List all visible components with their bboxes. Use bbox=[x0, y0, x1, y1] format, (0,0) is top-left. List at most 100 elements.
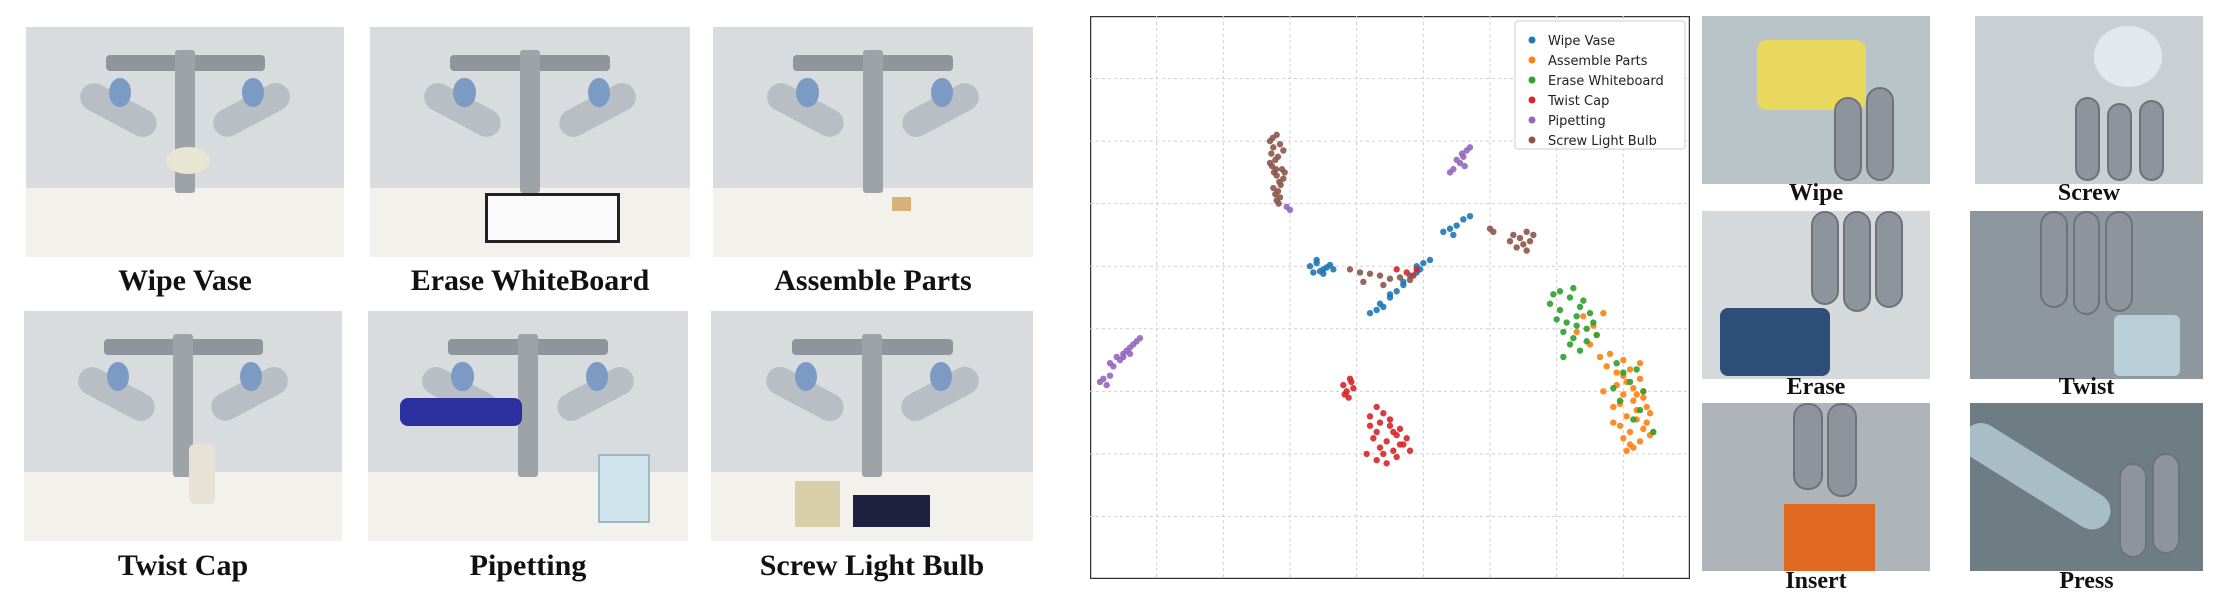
scatter-point bbox=[1373, 306, 1380, 314]
scatter-point bbox=[1440, 228, 1447, 236]
scatter-point bbox=[1120, 353, 1127, 361]
scatter-point bbox=[1593, 331, 1600, 339]
scatter-point bbox=[1600, 388, 1607, 395]
scatter-point bbox=[1606, 350, 1614, 357]
zoom-caption: Erase bbox=[1786, 374, 1846, 400]
scatter-point bbox=[1106, 372, 1114, 379]
zoom-photo-screw bbox=[1975, 16, 2203, 184]
scatter-point bbox=[1650, 428, 1657, 436]
scatter-point bbox=[1277, 181, 1284, 189]
scatter-point bbox=[1570, 334, 1577, 342]
scatter-point bbox=[1603, 363, 1610, 370]
scatter-point bbox=[1610, 385, 1617, 392]
scatter-point bbox=[1446, 169, 1454, 176]
scatter-point bbox=[1386, 422, 1394, 429]
scatter-point bbox=[1386, 416, 1394, 423]
scatter-point bbox=[1623, 413, 1630, 420]
scatter-point bbox=[1556, 306, 1564, 314]
scatter-point bbox=[1376, 272, 1384, 279]
task-caption: Twist Cap bbox=[117, 549, 249, 582]
scatter-point bbox=[1560, 328, 1567, 336]
scatter-point bbox=[1393, 288, 1400, 295]
legend-marker bbox=[1528, 116, 1536, 124]
box-prop bbox=[852, 495, 930, 528]
task-photo-wipe-vase bbox=[26, 27, 344, 257]
scatter-point bbox=[1366, 422, 1374, 429]
scatter-point bbox=[1280, 147, 1287, 154]
legend-marker bbox=[1528, 36, 1536, 44]
task-caption: Erase WhiteBoard bbox=[410, 264, 650, 297]
scatter-point bbox=[1636, 406, 1644, 414]
scatter-point bbox=[1576, 347, 1584, 354]
scatter-point bbox=[1266, 159, 1274, 167]
scatter-point bbox=[1610, 419, 1617, 426]
scatter-point bbox=[1326, 261, 1334, 269]
scatter-point bbox=[1566, 341, 1574, 348]
scatter-point bbox=[1620, 356, 1627, 364]
scatter-point bbox=[1636, 359, 1644, 367]
legend-label: Twist Cap bbox=[1547, 94, 1609, 109]
vase-prop bbox=[165, 146, 211, 175]
task-photo-twist-cap bbox=[24, 311, 342, 541]
scatter-point bbox=[1310, 269, 1317, 276]
scatter-point bbox=[1103, 381, 1110, 389]
task-photo-assemble-parts bbox=[713, 27, 1033, 257]
scatter-point bbox=[1096, 378, 1104, 386]
scatter-point bbox=[1553, 316, 1560, 323]
zoom-caption: Screw bbox=[2057, 180, 2121, 206]
scatter-point bbox=[1126, 350, 1134, 357]
task-caption: Assemble Parts bbox=[774, 264, 972, 297]
scatter-point bbox=[1396, 441, 1404, 448]
scatter-point bbox=[1583, 325, 1590, 332]
scatter-point bbox=[1523, 228, 1530, 236]
scatter-point bbox=[1530, 231, 1537, 239]
scatter-point bbox=[1366, 309, 1374, 317]
task-caption: Wipe Vase bbox=[118, 264, 252, 297]
scatter-point bbox=[1583, 338, 1590, 345]
task-caption: Screw Light Bulb bbox=[759, 549, 985, 582]
scatter-point bbox=[1563, 319, 1570, 326]
scatter-point bbox=[1313, 256, 1320, 264]
scatter-point bbox=[1110, 363, 1117, 370]
scatter-point bbox=[1280, 175, 1287, 182]
scatter-point bbox=[1573, 322, 1580, 329]
scatter-point bbox=[1386, 275, 1394, 282]
scatter-point bbox=[1613, 359, 1620, 367]
scatter-point bbox=[1520, 241, 1527, 248]
zoom-caption: Insert bbox=[1785, 568, 1847, 594]
scatter-point bbox=[1513, 244, 1520, 251]
scatter-point bbox=[1390, 428, 1397, 436]
scatter-point bbox=[1413, 266, 1420, 273]
scatter-point bbox=[1616, 397, 1624, 404]
scatter-point bbox=[1620, 391, 1627, 398]
scatter-point bbox=[1366, 413, 1374, 420]
scatter-point bbox=[1523, 247, 1530, 254]
scatter-point bbox=[1490, 228, 1497, 236]
task-photo-pipetting bbox=[368, 311, 688, 541]
zoom-photo-erase bbox=[1702, 211, 1930, 379]
scatter-point bbox=[1573, 313, 1580, 320]
scatter-point bbox=[1458, 150, 1466, 157]
legend-marker bbox=[1528, 96, 1536, 104]
scatter-point bbox=[1620, 369, 1627, 376]
whiteboard-prop bbox=[485, 192, 620, 244]
scatter-point bbox=[1136, 334, 1144, 342]
legend-label: Pipetting bbox=[1548, 114, 1606, 129]
zoom-caption: Twist bbox=[2058, 374, 2115, 400]
scatter-point bbox=[1273, 172, 1280, 179]
scatter-point bbox=[1590, 319, 1597, 326]
scatter-point bbox=[1633, 391, 1640, 398]
scatter-point bbox=[1636, 438, 1644, 445]
legend-marker bbox=[1528, 76, 1536, 84]
scatter-point bbox=[1350, 385, 1357, 392]
scatter-point bbox=[1420, 259, 1427, 267]
scatter-point bbox=[1373, 456, 1380, 464]
scatter-point bbox=[1636, 375, 1644, 383]
parts-prop bbox=[892, 197, 912, 211]
scatter-point bbox=[1560, 353, 1567, 361]
scatter-point bbox=[1366, 270, 1374, 277]
zoom-caption: Press bbox=[2059, 568, 2114, 594]
scatter-point bbox=[1272, 166, 1280, 173]
scatter-point bbox=[1633, 366, 1640, 373]
